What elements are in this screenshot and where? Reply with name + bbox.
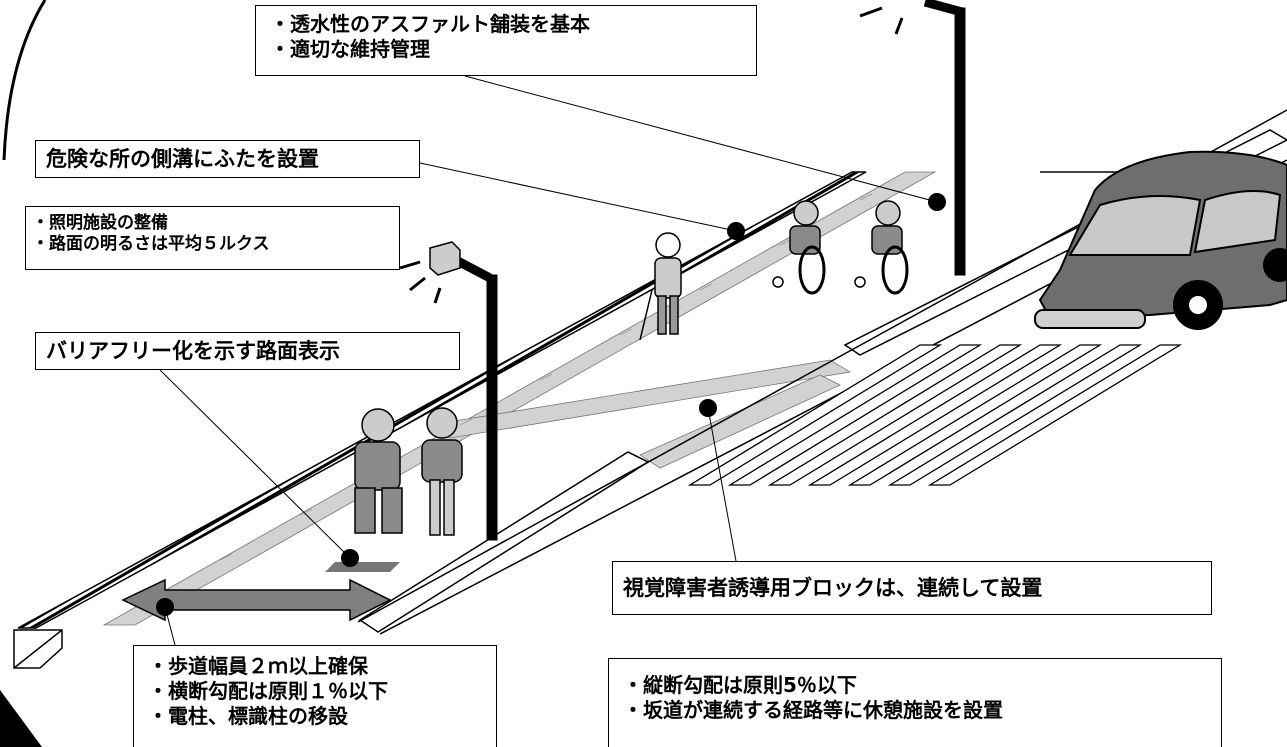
wheelchair-user-icon: [854, 200, 909, 295]
road-marking: [325, 562, 400, 572]
street-lamp-icon: [859, 0, 966, 276]
slope-line-2: ・坂道が連続する経路等に休憩施設を設置: [623, 698, 1003, 722]
sidewalk-width-line-3: ・電柱、標識柱の移設: [148, 704, 348, 728]
leader-dots: [156, 193, 946, 616]
gutter-cover-callout: 危険な所の側溝にふたを設置: [35, 140, 420, 178]
pedestrian-with-cane-icon: [639, 232, 682, 341]
lighting-callout: ・照明施設の整備 ・路面の明るさは平均５ルクス: [25, 206, 400, 270]
pavement-callout: ・透水性のアスファルト舗装を基本 ・適切な維持管理: [255, 5, 757, 76]
barrier-free-marking-callout: バリアフリー化を示す路面表示: [35, 332, 460, 370]
lighting-line-1: ・照明施設の整備: [32, 213, 168, 233]
tactile-blocks-text: 視覚障害者誘導用ブロックは、連続して設置: [623, 576, 1043, 600]
tactile-blocks-callout: 視覚障害者誘導用ブロックは、連続して設置: [612, 561, 1212, 615]
sidewalk-width-line-1: ・歩道幅員２ｍ以上確保: [148, 654, 368, 678]
slope-callout: ・縦断勾配は原則5％以下 ・坂道が連続する経路等に休憩施設を設置: [608, 658, 1222, 747]
lighting-line-2: ・路面の明るさは平均５ルクス: [32, 234, 270, 255]
pavement-line-1: ・透水性のアスファルト舗装を基本: [270, 12, 590, 36]
street-lamp-icon: [399, 241, 498, 541]
pavement-line-2: ・適切な維持管理: [270, 37, 430, 61]
wheelchair-user-icon: [772, 200, 826, 295]
leader-lines: [159, 75, 938, 646]
elderly-couple-icon: [354, 407, 463, 536]
car-icon: [1034, 150, 1287, 330]
sidewalk-width-line-2: ・横断勾配は原則１％以下: [148, 679, 388, 703]
crosswalk: [687, 344, 1183, 486]
gutter-strip: [17, 171, 867, 629]
barrier-free-marking-text: バリアフリー化を示す路面表示: [46, 339, 340, 363]
tactile-blocks: [102, 171, 937, 626]
sidewalk-width-callout: ・歩道幅員２ｍ以上確保 ・横断勾配は原則１％以下 ・電柱、標識柱の移設: [133, 645, 497, 747]
slope-line-1: ・縦断勾配は原則5％以下: [623, 673, 857, 697]
frame-arc: [2, 0, 47, 161]
gutter-cover-text: 危険な所の側溝にふたを設置: [46, 147, 319, 171]
frame-wedge: [0, 690, 42, 747]
